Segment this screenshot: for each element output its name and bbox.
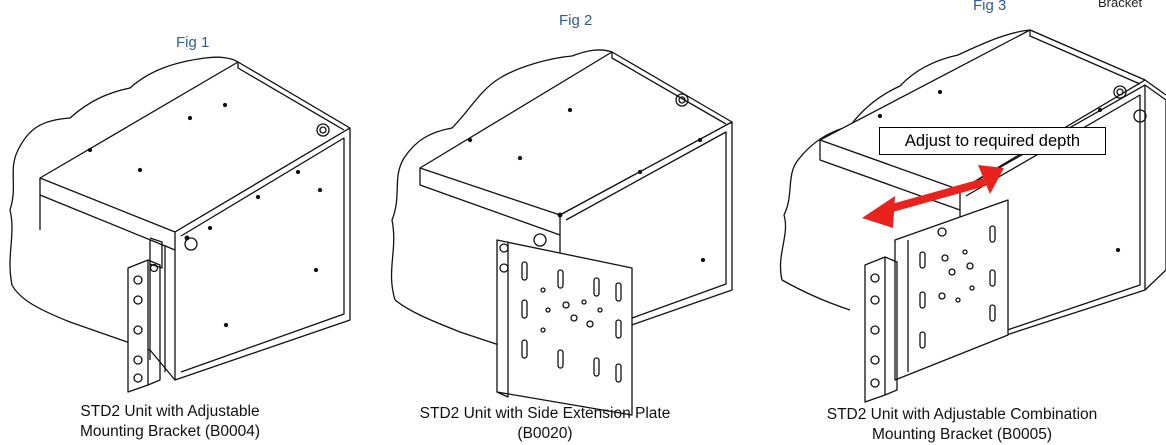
fig3-plate-holes <box>919 225 996 349</box>
fig3-drawing <box>779 29 1166 403</box>
fig1-caption: STD2 Unit with Adjustable Mounting Brack… <box>40 402 300 442</box>
fig3-caption-line1: STD2 Unit with Adjustable Combination <box>826 406 1098 423</box>
fig1-caption-line1: STD2 Unit with Adjustable <box>80 403 260 420</box>
fig1-label: Fig 1 <box>176 34 210 51</box>
fig2-caption: STD2 Unit with Side Extension Plate (B00… <box>395 404 695 444</box>
adjust-depth-callout: Adjust to required depth <box>879 127 1106 155</box>
bracket-corner-label: Bracket <box>1098 0 1143 10</box>
fig2-plate-slots <box>521 261 622 383</box>
fig2-drawing <box>390 49 733 416</box>
fig1-drawing <box>9 56 351 393</box>
adjust-depth-arrow <box>862 165 1004 228</box>
fig1-caption-line2: Mounting Bracket (B0004) <box>79 423 261 440</box>
fig3-label: Fig 3 <box>973 0 1007 14</box>
fig3-caption-line2: Mounting Bracket (B0005) <box>871 426 1053 443</box>
fig2-label: Fig 2 <box>559 12 593 29</box>
fig2-caption-line2: (B0020) <box>517 425 573 442</box>
fig2-caption-line1: STD2 Unit with Side Extension Plate <box>419 405 671 422</box>
fig3-caption: STD2 Unit with Adjustable Combination Mo… <box>782 405 1142 445</box>
